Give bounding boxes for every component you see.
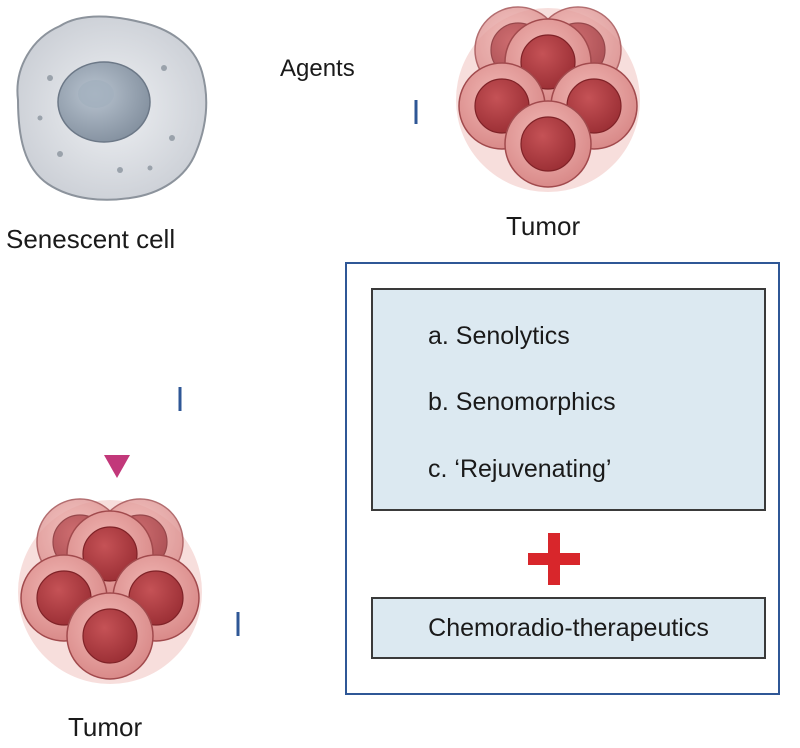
tumor-label-top: Tumor bbox=[506, 211, 581, 241]
inhibition-arrow-icon bbox=[236, 612, 330, 636]
agent-item-senomorphics: b. Senomorphics bbox=[428, 388, 616, 416]
inhibition-arrow-icon bbox=[178, 387, 330, 411]
agent-item-rejuvenating: c. ‘Rejuvenating’ bbox=[428, 455, 612, 483]
tumor-label-bottom: Tumor bbox=[68, 712, 143, 742]
progression-arrow-icon bbox=[104, 292, 130, 478]
agent-item-senolytics: a. Senolytics bbox=[428, 322, 570, 350]
tumor-cluster-icon bbox=[18, 499, 202, 684]
senotherapeutic-agents-box bbox=[371, 288, 766, 511]
chemoradio-therapeutics-box: Chemoradio-therapeutics bbox=[371, 597, 766, 659]
tumor-cluster-icon bbox=[456, 7, 640, 192]
senescent-cell-icon bbox=[16, 15, 208, 201]
inhibition-arrow-icon bbox=[244, 100, 418, 124]
chemo-label: Chemoradio-therapeutics bbox=[428, 613, 709, 642]
senescent-cell-label: Senescent cell bbox=[6, 224, 176, 254]
agents-label: Agents bbox=[280, 55, 355, 82]
